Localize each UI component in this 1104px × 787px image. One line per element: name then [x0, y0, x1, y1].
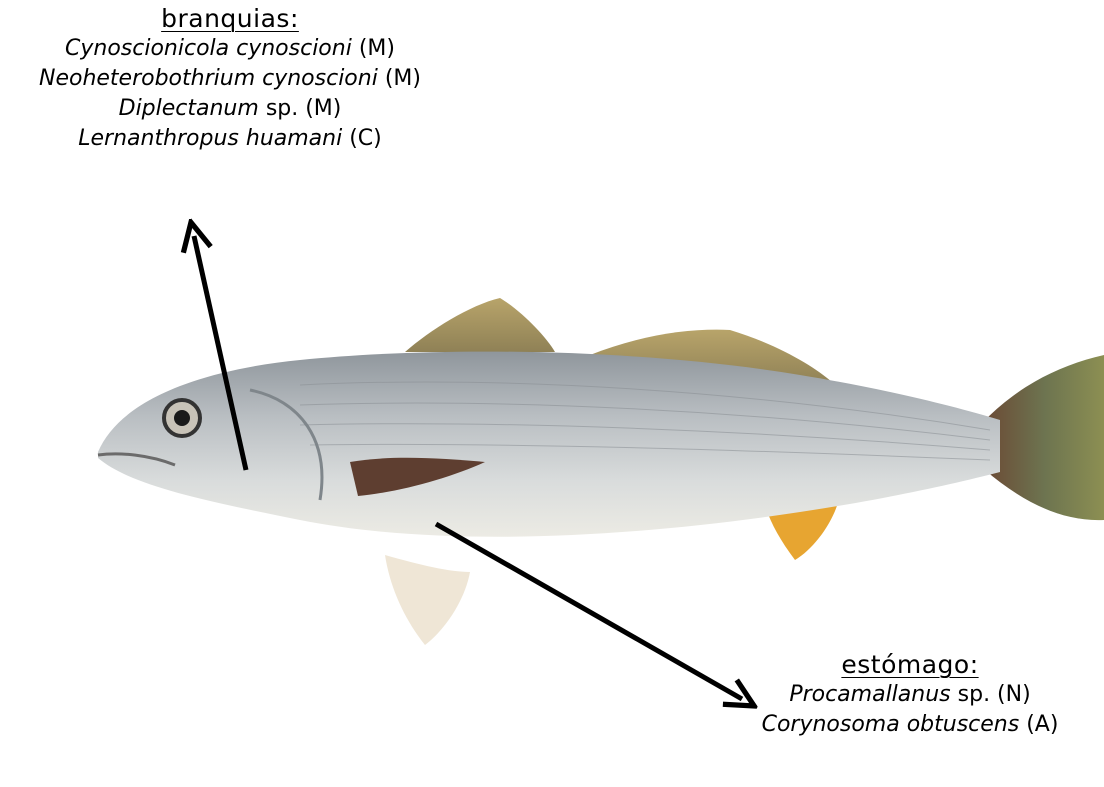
fish-body [98, 352, 1000, 537]
first-dorsal-fin [405, 298, 555, 352]
parasite-entry: Diplectanum sp. (M) [0, 94, 460, 124]
parasite-entry: Procamallanus sp. (N) [700, 680, 1104, 710]
parasite-entry: Corynosoma obtuscens (A) [700, 710, 1104, 740]
fish-eye-pupil [174, 410, 190, 426]
pelvic-fin [385, 555, 470, 645]
parasite-entry: Cynoscionicola cynoscioni (M) [0, 34, 460, 64]
parasite-entry: Lernanthropus huamani (C) [0, 124, 460, 154]
estomago-heading: estómago: [700, 650, 1104, 680]
branquias-heading: branquias: [0, 4, 460, 34]
branquias-label-block: branquias: Cynoscionicola cynoscioni (M)… [0, 4, 460, 154]
tail-fin [985, 355, 1104, 520]
parasite-entry: Neoheterobothrium cynoscioni (M) [0, 64, 460, 94]
estomago-arrow [436, 524, 742, 699]
estomago-label-block: estómago: Procamallanus sp. (N) Corynoso… [700, 650, 1104, 740]
